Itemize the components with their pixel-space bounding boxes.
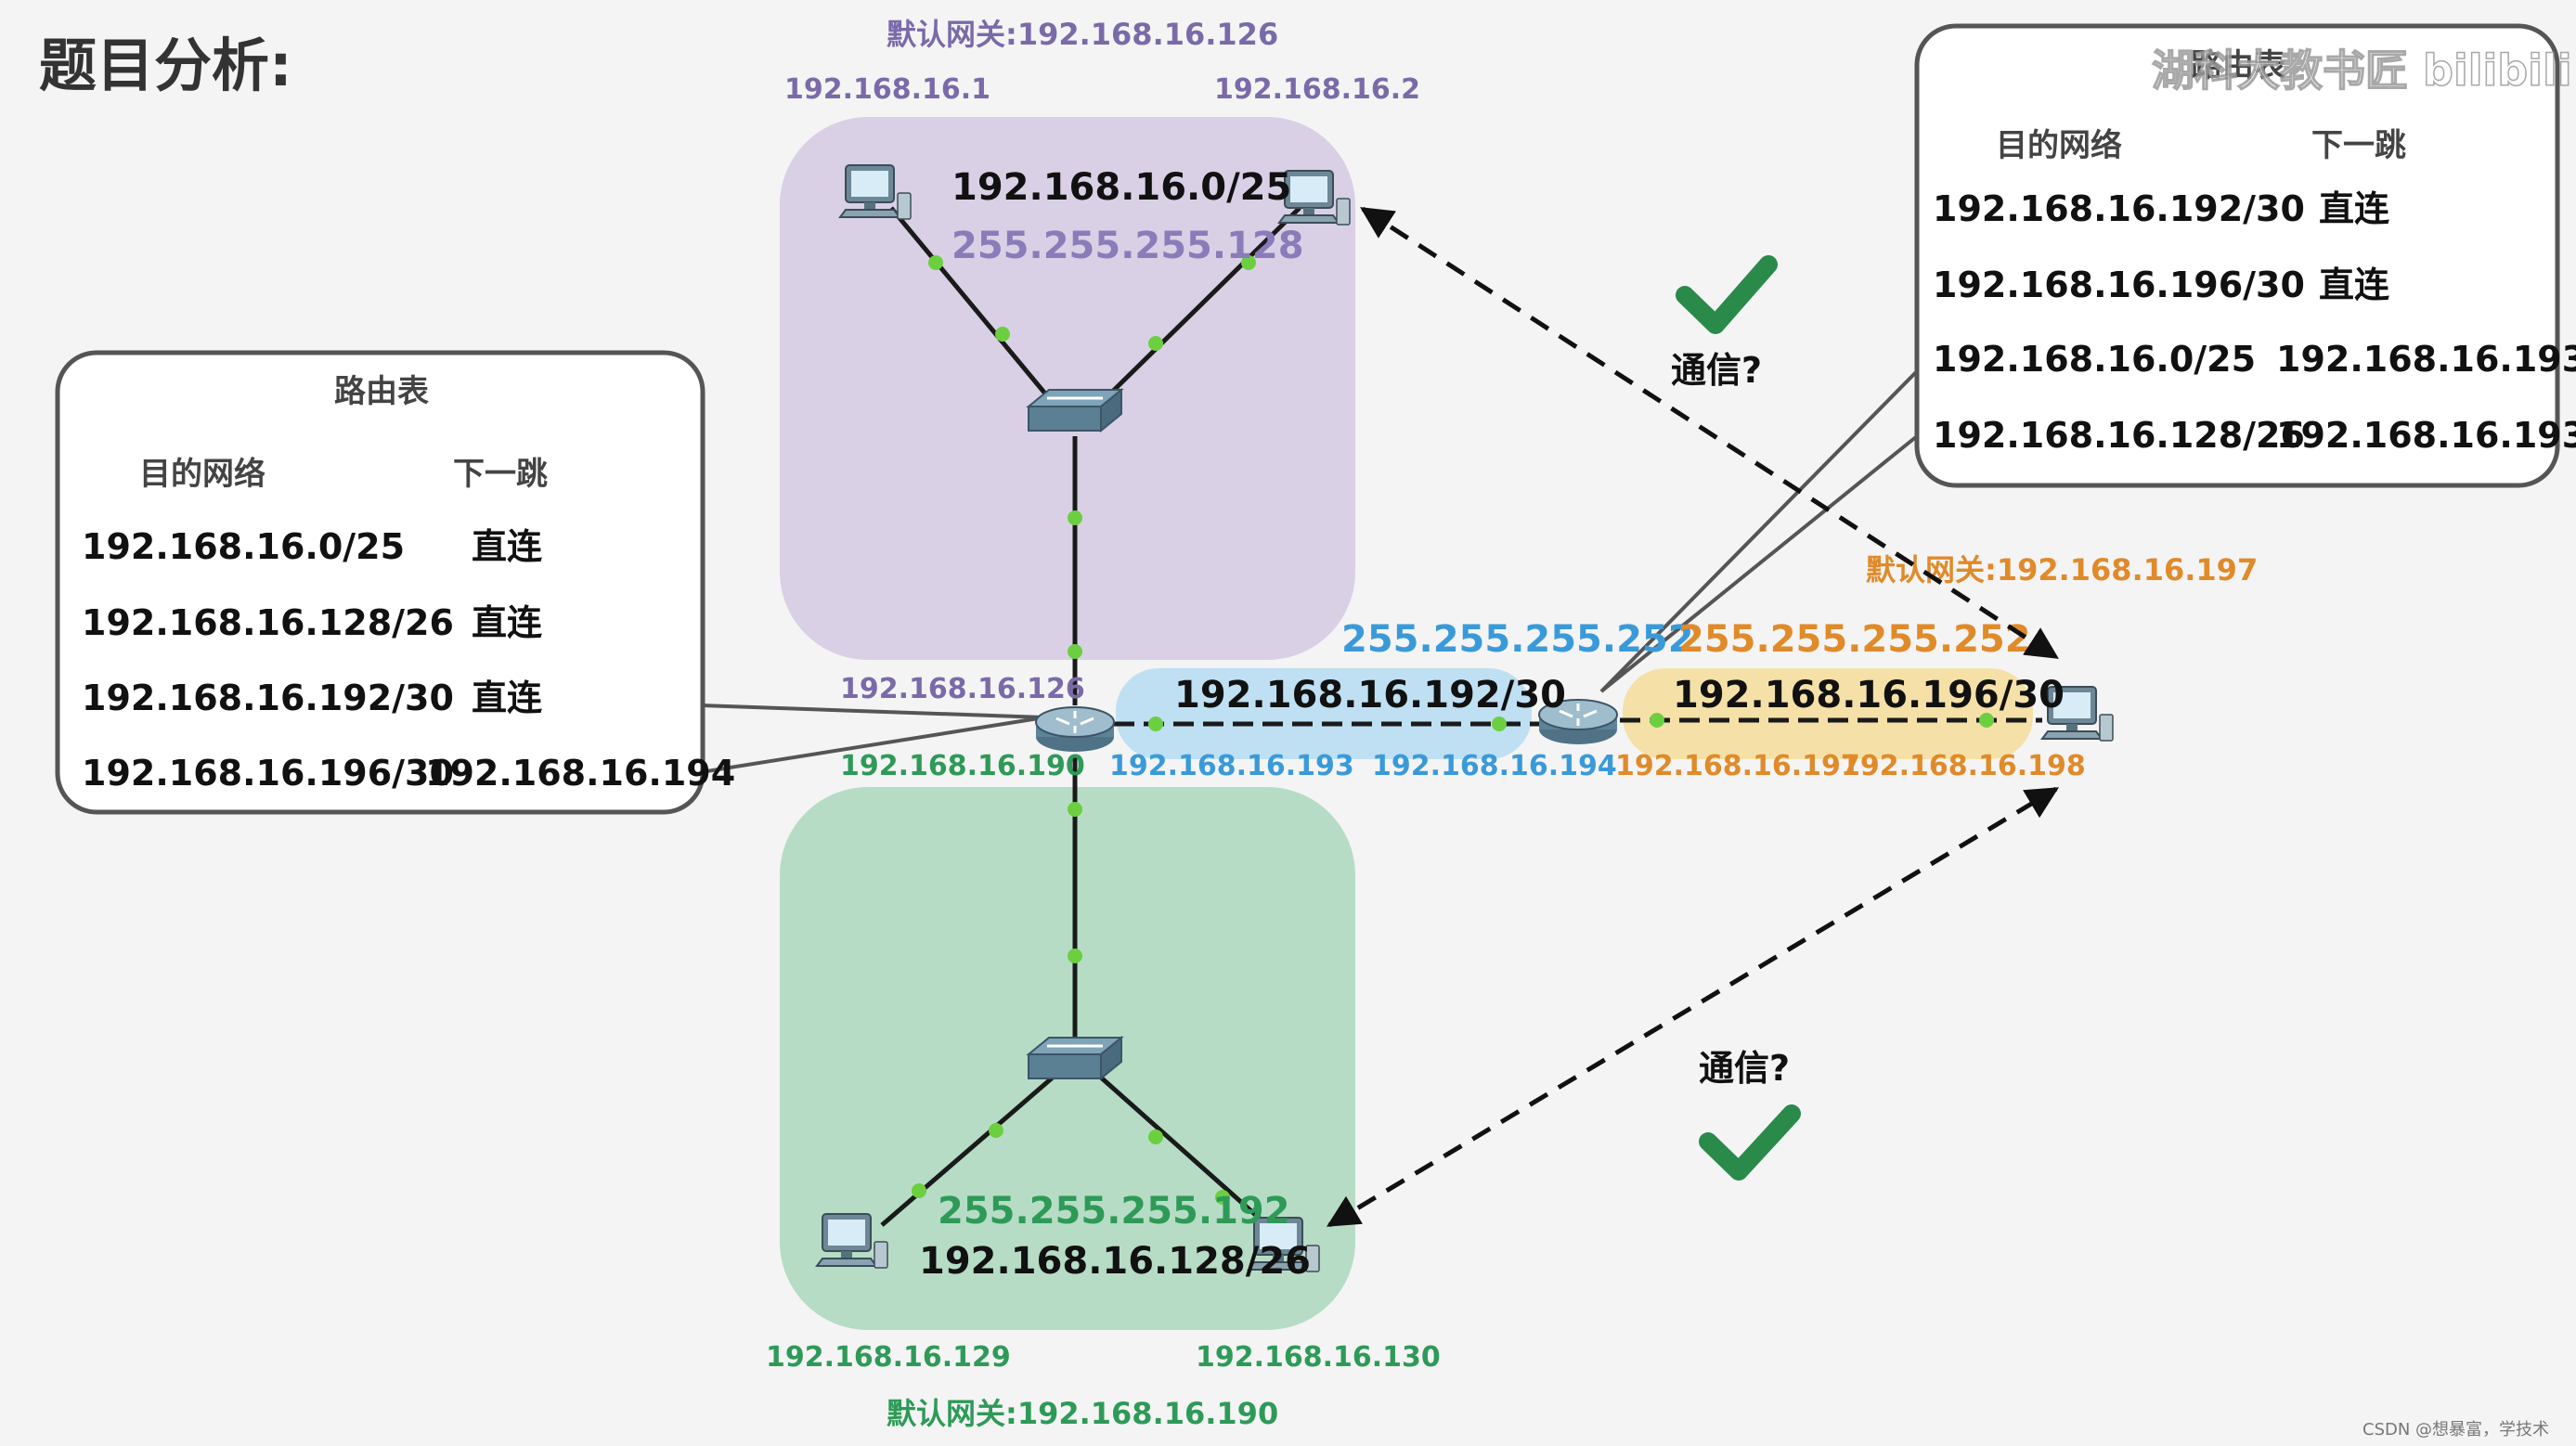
cable-bottom-right-host [1098, 1075, 1269, 1227]
rt-left-next-0: 直连 [472, 526, 542, 567]
bottom-lan-network: 192.168.16.128/26 [919, 1240, 1311, 1283]
routing-table-right: 路由表 目的网络 下一跳 192.168.16.192/30 直连 192.16… [1914, 23, 2576, 488]
cable-top-right-host [1098, 206, 1301, 406]
routing-table-right-title: 路由表 [2191, 47, 2285, 84]
routing-table-left: 路由表 目的网络 下一跳 192.168.16.0/25 直连 192.168.… [55, 350, 735, 815]
blue-link-network: 192.168.16.192/30 [1174, 674, 1566, 717]
rt-right-dest-2: 192.168.16.0/25 [1933, 339, 2256, 380]
orange-link-left-ip: 192.168.16.197 [1615, 750, 1860, 782]
blue-link-region [1116, 668, 1532, 759]
blue-link-right-ip: 192.168.16.194 [1372, 750, 1617, 782]
rt-right-next-0: 直连 [2319, 188, 2389, 229]
top-lan-router-ip: 192.168.16.126 [840, 673, 1085, 705]
bottom-left-host-ip: 192.168.16.129 [766, 1341, 1011, 1374]
rt-right-dest-3: 192.168.16.128/26 [1933, 415, 2305, 456]
rt-left-dest-2: 192.168.16.192/30 [82, 678, 454, 718]
routing-table-left-col-next: 下一跳 [453, 456, 548, 493]
orange-link-region [1623, 668, 2033, 759]
blue-link-mask: 255.255.255.252 [1341, 618, 1694, 661]
orange-link-mask: 255.255.255.252 [1678, 618, 2031, 661]
rt-right-dest-0: 192.168.16.192/30 [1933, 188, 2305, 229]
bottom-switch-icon[interactable] [1027, 1036, 1123, 1080]
rt-right-next-2: 192.168.16.193 [2276, 339, 2576, 380]
rt-left-dest-3: 192.168.16.196/30 [82, 753, 454, 794]
top-lan-network: 192.168.16.0/25 [951, 166, 1291, 209]
cable-top-left-host [889, 206, 1055, 406]
rt-right-next-3: 192.168.16.193 [2276, 415, 2576, 456]
rt-left-next-2: 直连 [472, 678, 542, 718]
comm-arrow-top [1360, 206, 2059, 660]
routing-table-right-col-dest: 目的网络 [1996, 127, 2122, 164]
orange-link-network: 192.168.16.196/30 [1673, 674, 2065, 717]
check-top-icon [1676, 255, 1778, 334]
comm-arrow-bottom [1326, 786, 2060, 1228]
routing-table-right-col-next: 下一跳 [2311, 127, 2406, 164]
bottom-right-host-ip: 192.168.16.130 [1196, 1341, 1441, 1374]
top-lan-gateway: 默认网关:192.168.16.126 [887, 17, 1278, 52]
rt-right-next-1: 直连 [2319, 265, 2389, 305]
top-left-host-ip: 192.168.16.1 [784, 73, 990, 106]
orange-link-right-ip: 192.168.16.198 [1841, 750, 2086, 782]
bottom-lan-gateway: 默认网关:192.168.16.190 [887, 1396, 1278, 1431]
comm-bottom-label: 通信? [1699, 1048, 1790, 1089]
top-switch-icon[interactable] [1027, 388, 1123, 433]
rt-left-next-3: 192.168.16.194 [425, 753, 735, 794]
top-right-host-ip: 192.168.16.2 [1214, 73, 1420, 106]
credit: CSDN @想暴富，学技术 [2362, 1420, 2549, 1440]
top-lan-mask: 255.255.255.128 [951, 225, 1304, 267]
top-lan-region [780, 117, 1355, 660]
check-bottom-icon [1699, 1104, 1801, 1181]
routing-table-left-col-dest: 目的网络 [139, 456, 265, 493]
rt-left-dest-0: 192.168.16.0/25 [82, 526, 405, 567]
blue-link-left-ip: 192.168.16.193 [1109, 750, 1354, 782]
routing-table-left-title: 路由表 [334, 373, 429, 410]
watermark: 湖科大教书匠 bilibili [2152, 45, 2571, 96]
rt-left-next-1: 直连 [472, 602, 542, 643]
routing-table-left-box [55, 350, 705, 815]
bottom-lan-router-ip: 192.168.16.190 [840, 750, 1085, 782]
rt-right-dest-1: 192.168.16.196/30 [1933, 265, 2305, 305]
cable-bottom-left-host [880, 1075, 1055, 1227]
port-dots [912, 255, 1994, 1205]
comm-top-label: 通信? [1671, 350, 1762, 391]
orange-link-gateway: 默认网关:192.168.16.197 [1866, 552, 2258, 587]
routing-table-right-box [1914, 23, 2560, 488]
rt-left-dest-1: 192.168.16.128/26 [82, 602, 454, 643]
page-title: 题目分析: [39, 32, 292, 99]
bottom-lan-mask: 255.255.255.192 [938, 1190, 1290, 1233]
router-left-icon[interactable] [1034, 705, 1116, 754]
